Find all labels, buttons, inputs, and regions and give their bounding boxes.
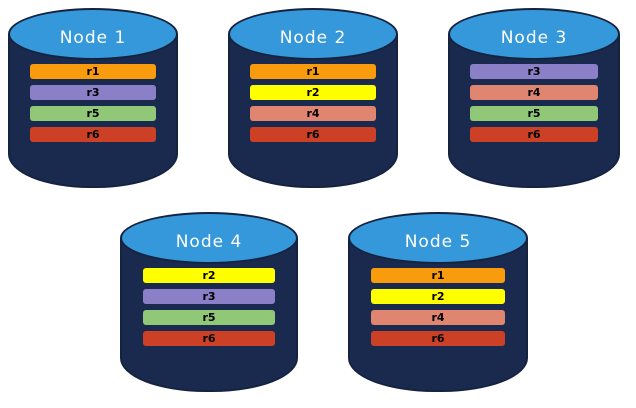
replica-bar-r2[interactable]: r2 — [250, 85, 376, 100]
replica-stack: r1 r3 r5 r6 — [8, 64, 178, 142]
replica-stack: r1 r2 r4 r6 — [228, 64, 398, 142]
replica-bar-r2[interactable]: r2 — [371, 289, 505, 304]
replica-bar-r2[interactable]: r2 — [143, 268, 275, 283]
replica-bar-r3[interactable]: r3 — [143, 289, 275, 304]
replica-stack: r3 r4 r5 r6 — [448, 64, 620, 142]
replica-stack: r1 r2 r4 r6 — [348, 268, 528, 346]
replica-bar-r1[interactable]: r1 — [371, 268, 505, 283]
replica-bar-r4[interactable]: r4 — [250, 106, 376, 121]
replica-bar-r6[interactable]: r6 — [143, 331, 275, 346]
replica-bar-r6[interactable]: r6 — [250, 127, 376, 142]
replica-bar-r3[interactable]: r3 — [470, 64, 598, 79]
replica-stack: r2 r3 r5 r6 — [120, 268, 298, 346]
replica-bar-r4[interactable]: r4 — [371, 310, 505, 325]
replica-bar-r1[interactable]: r1 — [250, 64, 376, 79]
replica-bar-r6[interactable]: r6 — [470, 127, 598, 142]
node-cylinder-cap — [8, 8, 178, 60]
replica-bar-r6[interactable]: r6 — [371, 331, 505, 346]
replica-bar-r5[interactable]: r5 — [143, 310, 275, 325]
replica-bar-r1[interactable]: r1 — [30, 64, 156, 79]
replica-bar-r5[interactable]: r5 — [30, 106, 156, 121]
node-cylinder-cap — [120, 212, 298, 264]
replica-bar-r4[interactable]: r4 — [470, 85, 598, 100]
replica-bar-r3[interactable]: r3 — [30, 85, 156, 100]
replica-bar-r5[interactable]: r5 — [470, 106, 598, 121]
node-cylinder-cap — [348, 212, 528, 264]
node-cylinder-cap — [228, 8, 398, 60]
replica-bar-r6[interactable]: r6 — [30, 127, 156, 142]
node-cylinder-cap — [448, 8, 620, 60]
